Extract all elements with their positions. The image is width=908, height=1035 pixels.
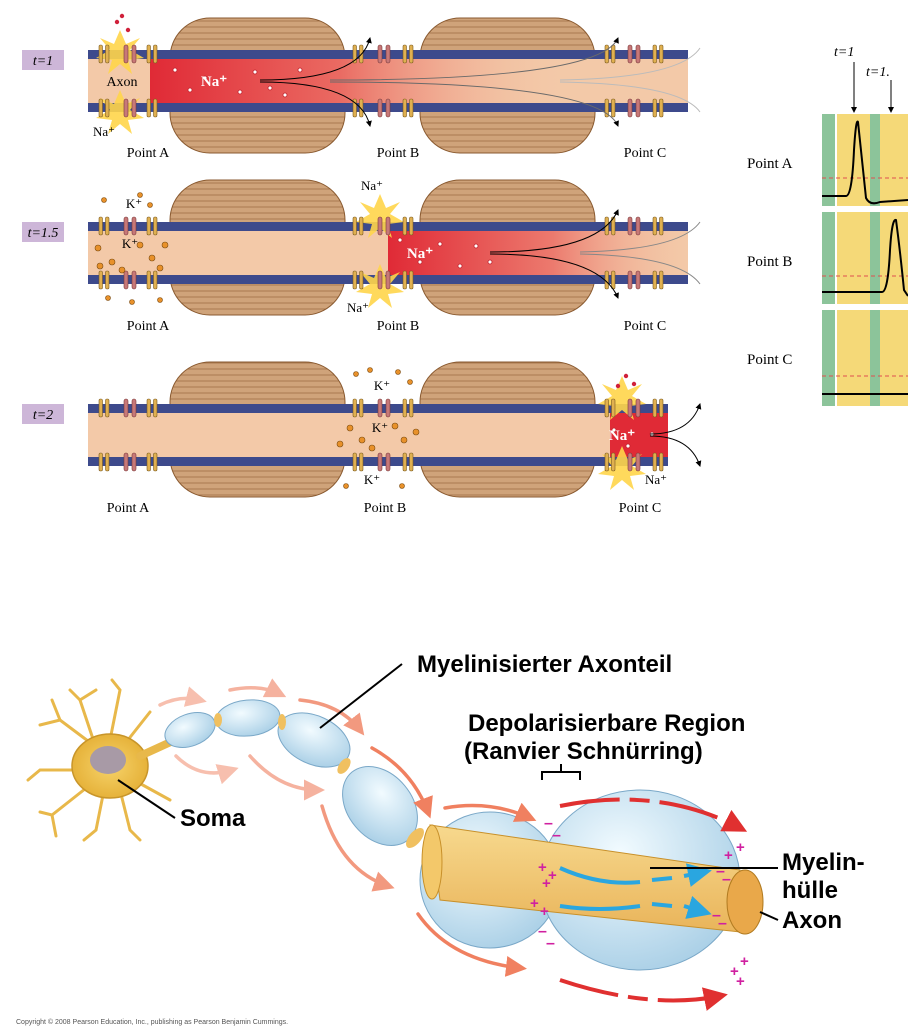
time-label: t=2 xyxy=(33,408,53,423)
svg-text:+: + xyxy=(540,903,549,920)
point-label: Point B xyxy=(364,501,406,516)
na-top-label: Na⁺ xyxy=(361,178,383,193)
trace-row-label: Point B xyxy=(747,254,792,270)
axon-label: Axon xyxy=(782,907,842,934)
k-top-label: K⁺ xyxy=(374,378,390,393)
panel-t2: t=2 K⁺ K⁺ K⁺ Na⁺ Na⁺ Point A Point B Poi… xyxy=(22,361,702,516)
trace-row-label: Point A xyxy=(747,156,793,172)
svg-text:–: – xyxy=(552,827,561,844)
svg-text:+: + xyxy=(736,839,745,856)
time-marker: t=1. xyxy=(866,65,890,80)
depolarization-wave xyxy=(150,58,570,104)
svg-text:–: – xyxy=(544,815,553,832)
point-label: Point A xyxy=(127,146,170,161)
panel-t1: t=1 Axon Na⁺ Na⁺ Point A Point B Point C xyxy=(22,13,701,161)
point-label: Point A xyxy=(127,319,170,334)
myelinated-axon-label: Myelinisierter Axonteil xyxy=(417,651,672,678)
svg-text:–: – xyxy=(546,935,555,952)
svg-text:–: – xyxy=(718,915,727,932)
na-inner-label: Na⁺ xyxy=(201,74,227,90)
na-bottom-label: Na⁺ xyxy=(347,300,369,315)
panel-t1-5: t=1.5 K⁺ K⁺ Na⁺ Na⁺ Na⁺ Point A Point B … xyxy=(22,178,701,334)
ranvier-node-label: (Ranvier Schnürring) xyxy=(464,738,703,765)
na-bottom-label: Na⁺ xyxy=(645,472,667,487)
depolarizable-region-label: Depolarisierbare Region xyxy=(468,710,745,737)
point-label: Point C xyxy=(619,501,661,516)
copyright-notice: Copyright © 2008 Pearson Education, Inc.… xyxy=(16,1018,288,1026)
axon-label: Axon xyxy=(106,75,137,90)
svg-text:+: + xyxy=(530,895,539,912)
saltatory-conduction-illustration: –– +++ ++ –– ++ –– –– +++ xyxy=(16,651,865,1026)
k-inner-label: K⁺ xyxy=(372,420,388,435)
svg-text:–: – xyxy=(538,923,547,940)
k-bottom-label: K⁺ xyxy=(364,472,380,487)
time-label-bg xyxy=(22,404,64,424)
time-label: t=1 xyxy=(33,54,53,69)
svg-text:+: + xyxy=(542,875,551,892)
axon-interior xyxy=(88,412,668,458)
trace-row-label: Point C xyxy=(747,352,792,368)
k-outer-label: K⁺ xyxy=(126,196,142,211)
svg-text:+: + xyxy=(740,953,749,970)
time-label-bg xyxy=(22,222,64,242)
myelin-sheath-label: Myelin- xyxy=(782,849,865,876)
time-label: t=1.5 xyxy=(28,226,59,241)
na-outer-label: Na⁺ xyxy=(93,124,115,139)
svg-text:+: + xyxy=(548,867,557,884)
point-label: Point B xyxy=(377,146,419,161)
svg-text:+: + xyxy=(538,859,547,876)
svg-text:+: + xyxy=(736,973,745,990)
depolarization-wave xyxy=(610,412,668,458)
soma-label: Soma xyxy=(180,805,246,832)
na-inner-label: Na⁺ xyxy=(609,428,635,444)
svg-text:–: – xyxy=(716,863,725,880)
time-marker: t=1 xyxy=(834,45,854,60)
depolarization-wave xyxy=(388,230,688,276)
point-label: Point C xyxy=(624,146,666,161)
svg-text:–: – xyxy=(712,907,721,924)
time-label-bg xyxy=(22,50,64,70)
svg-text:–: – xyxy=(722,871,731,888)
membrane-potential-traces: t=1 t=1. Point A Point B Point C xyxy=(747,45,908,406)
point-label: Point B xyxy=(377,319,419,334)
svg-text:+: + xyxy=(724,847,733,864)
na-inner-label: Na⁺ xyxy=(407,246,433,262)
svg-text:+: + xyxy=(730,963,739,980)
point-label: Point A xyxy=(107,501,150,516)
myelin-sheath-label-2: hülle xyxy=(782,877,838,904)
point-label: Point C xyxy=(624,319,666,334)
k-inner-label: K⁺ xyxy=(122,236,138,251)
